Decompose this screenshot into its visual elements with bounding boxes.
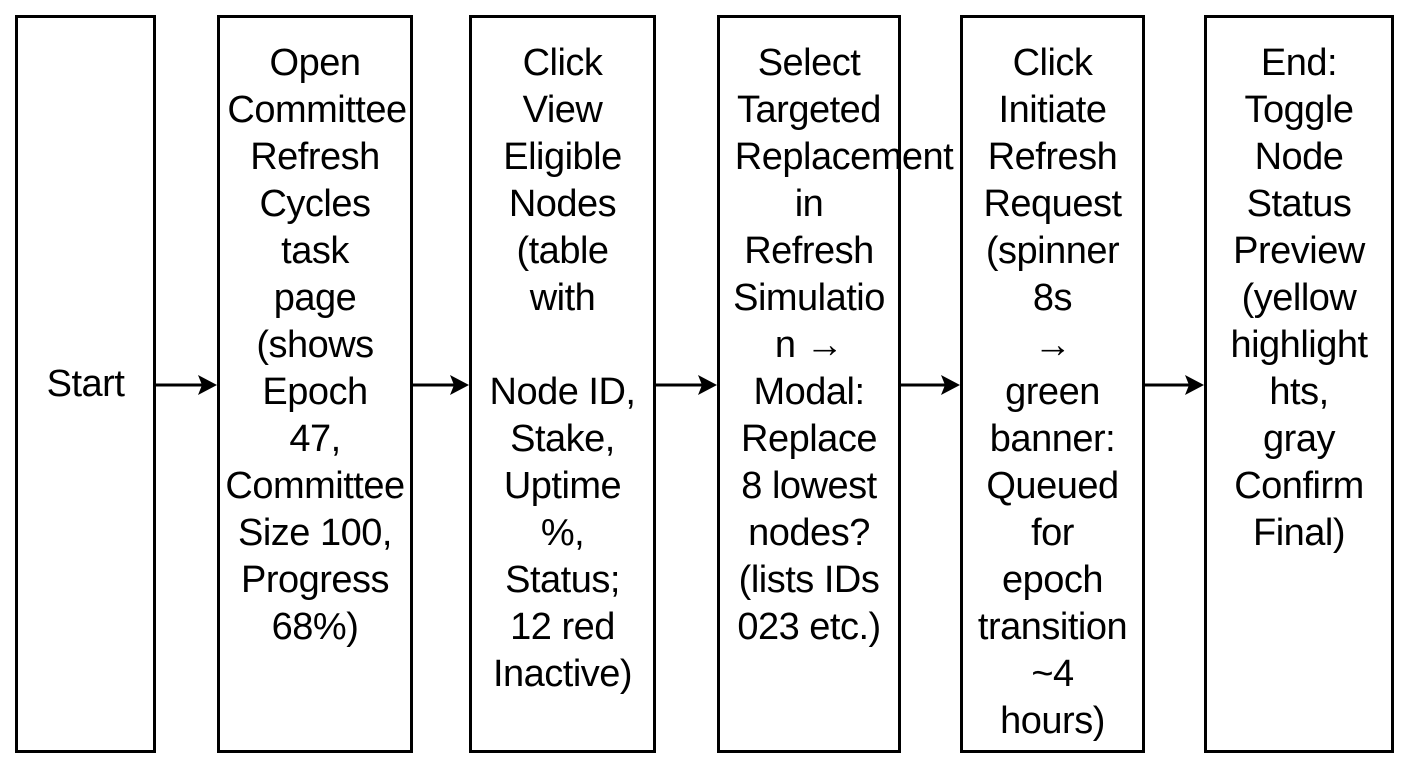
flow-arrow-5 bbox=[1145, 375, 1204, 395]
step-text-line: (table bbox=[516, 230, 609, 272]
step-initiate-refresh-box: Click Initiate Refresh Request (spinner … bbox=[960, 15, 1145, 753]
step-text-line: green bbox=[1005, 371, 1100, 413]
step-text-line: Uptime bbox=[503, 465, 622, 507]
step-text-line: Queued bbox=[986, 465, 1119, 507]
step-text-line: Simulatio bbox=[733, 277, 885, 319]
step-text-line: Progress bbox=[240, 559, 390, 601]
step-text-line: Initiate bbox=[998, 89, 1107, 131]
step-text-line: 47, bbox=[289, 418, 341, 460]
step-text-line: End: bbox=[1260, 42, 1338, 84]
step-text-line: (spinner bbox=[985, 230, 1120, 272]
step-text-line: Refresh bbox=[744, 230, 874, 272]
step-text-line: %, bbox=[540, 512, 585, 554]
step-text-line: Replace bbox=[741, 418, 877, 460]
step-text-line: for bbox=[1031, 512, 1074, 554]
step-text-line: Committee bbox=[227, 89, 407, 131]
step-text-line: Preview bbox=[1233, 230, 1365, 272]
step-text-line: Targeted bbox=[737, 89, 881, 131]
flow-arrow-2 bbox=[413, 375, 469, 395]
step-text-line: ~4 bbox=[1031, 653, 1074, 695]
step-text-line: Modal: bbox=[753, 371, 865, 413]
step-end-box: End: Toggle Node Status Preview (yellow … bbox=[1204, 15, 1394, 753]
step-text-line: Select bbox=[757, 42, 861, 84]
step-text-line: Node ID, bbox=[489, 371, 636, 413]
step-text-line: (yellow bbox=[1241, 277, 1357, 319]
step-targeted-replacement-box: Select Targeted Replacement in Refresh S… bbox=[717, 15, 954, 753]
step-text-line: Committee bbox=[225, 465, 405, 507]
step-open-refresh-cycles-box: Open Committee Refresh Cycles task page … bbox=[217, 15, 413, 753]
step-text-line: 023 etc.) bbox=[737, 606, 881, 648]
step-text-line: Confirm bbox=[1234, 465, 1364, 507]
step-text-line: Epoch bbox=[262, 371, 368, 413]
step-text-line: hts, bbox=[1269, 371, 1329, 413]
step-text-line: (shows bbox=[256, 324, 374, 366]
step-text-line: gray bbox=[1263, 418, 1335, 460]
step-start-label: Start bbox=[46, 362, 125, 405]
flow-arrow-1 bbox=[156, 375, 217, 395]
step-text-line: highlight bbox=[1230, 324, 1368, 366]
step-text-line: page bbox=[273, 277, 357, 319]
step-text-line: Size 100, bbox=[238, 512, 392, 554]
step-text-line: n → bbox=[774, 324, 844, 366]
step-text-line: Stake, bbox=[510, 418, 615, 460]
step-text-line: Status; bbox=[505, 559, 620, 601]
step-text-line: 12 red bbox=[510, 606, 615, 648]
step-text-line: 68%) bbox=[271, 606, 359, 648]
step-text-line: Toggle bbox=[1244, 89, 1354, 131]
step-text-line: Refresh bbox=[250, 136, 380, 178]
step-text-line: 8 lowest bbox=[741, 465, 877, 507]
step-text-line: View bbox=[522, 89, 603, 131]
step-text-line: Click bbox=[1012, 42, 1093, 84]
step-text-line: Cycles bbox=[259, 183, 371, 225]
step-text-line: Node bbox=[1254, 136, 1344, 178]
step-text-line: Eligible bbox=[503, 136, 622, 178]
step-text-line: Status bbox=[1246, 183, 1352, 225]
step-text-line: hours) bbox=[1000, 700, 1105, 742]
step-text-line: (lists IDs bbox=[738, 559, 880, 601]
step-text-line: in bbox=[794, 183, 824, 225]
step-text-line: Request bbox=[983, 183, 1122, 225]
step-text-line: nodes? bbox=[748, 512, 870, 554]
step-text-line: with bbox=[529, 277, 596, 319]
step-text-line: Refresh bbox=[987, 136, 1118, 178]
step-text-line: Click bbox=[522, 42, 603, 84]
step-text-line: Inactive) bbox=[492, 653, 633, 695]
step-view-eligible-nodes-box: Click View Eligible Nodes (table with No… bbox=[469, 15, 656, 753]
step-text-line: Final) bbox=[1252, 512, 1346, 554]
flow-arrow-3 bbox=[656, 375, 717, 395]
step-text-line: transition bbox=[977, 606, 1128, 648]
step-text-line: Replacement bbox=[734, 136, 954, 178]
step-text-line: banner: bbox=[989, 418, 1116, 460]
step-text-line: 8s bbox=[1032, 277, 1073, 319]
step-text-line: → bbox=[1033, 324, 1072, 366]
step-start-box: Start bbox=[15, 15, 156, 753]
step-text-line: Open bbox=[269, 42, 361, 84]
step-text-line: epoch bbox=[1001, 559, 1104, 601]
flow-arrow-4 bbox=[901, 375, 960, 395]
step-text-line: Nodes bbox=[508, 183, 617, 225]
step-text-line: task bbox=[281, 230, 349, 272]
